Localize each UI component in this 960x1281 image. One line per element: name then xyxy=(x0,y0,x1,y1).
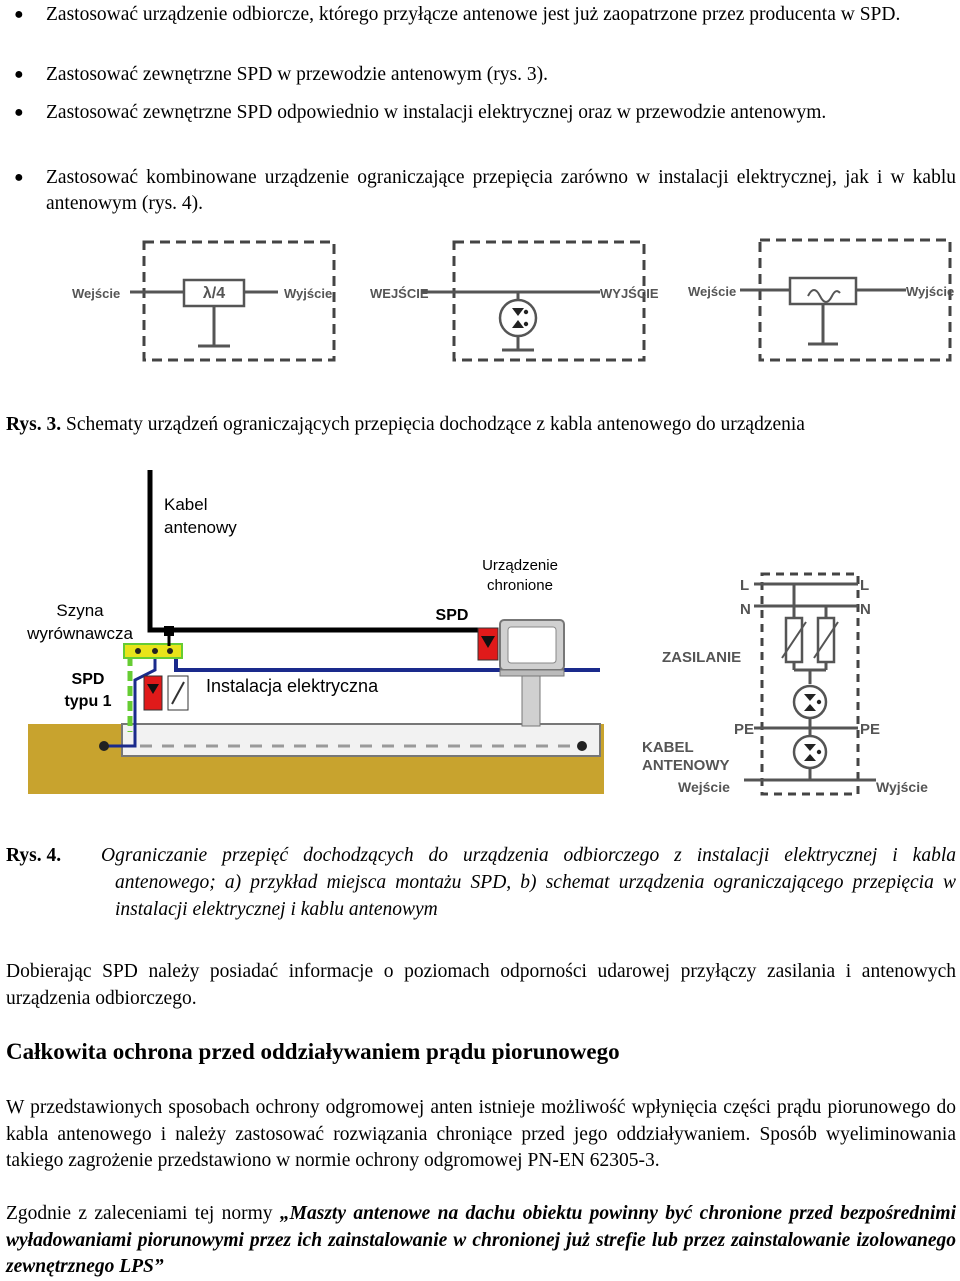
bullet-text: Zastosować kombinowane urządzenie ograni… xyxy=(46,167,956,214)
gas-arrester-icon xyxy=(792,734,828,770)
antenna-cable-label: antenowy xyxy=(164,518,237,537)
output-label: Wyjście xyxy=(876,779,928,795)
input-label: Wejście xyxy=(688,284,736,299)
tv-device-icon xyxy=(499,619,565,727)
paragraph: Zgodnie z zaleceniami tej normy „Maszty … xyxy=(6,1201,956,1281)
bullet-dot-icon: ● xyxy=(14,6,24,23)
protected-device-label: chronione xyxy=(487,577,553,594)
figure-4-caption: Rys. 4. Ograniczanie przepięć dochodzący… xyxy=(6,842,956,923)
schematic-coil: Wejście Wyjście xyxy=(688,238,954,362)
schematic-gas-arrester: WEJŚCIE WYJŚCIE xyxy=(370,240,659,362)
bullet-dot-icon: ● xyxy=(14,169,24,186)
antenna-cable-label: ANTENOWY xyxy=(642,757,730,774)
input-label: Wejście xyxy=(72,286,120,301)
bullet-item: ● Zastosować zewnętrzne SPD w przewodzie… xyxy=(6,62,956,88)
quarter-wave-label: λ/4 xyxy=(203,285,225,302)
figure-4b-combined-spd: L N L N ZASILANIE PE PE KABEL ANTENOWY W… xyxy=(642,572,928,796)
figure-3-caption-text: Schematy urządzeń ograniczających przepi… xyxy=(66,414,805,435)
antenna-cable-label: Kabel xyxy=(164,495,207,514)
figure-4-caption-label: Rys. 4. xyxy=(6,845,62,866)
paragraph-plain-text: Zgodnie z zaleceniami tej normy xyxy=(6,1203,280,1224)
figure-3-caption: Rys. 3. Schematy urządzeń ograniczającyc… xyxy=(6,414,805,436)
bullet-item: ● Zastosować zewnętrzne SPD odpowiednio … xyxy=(6,100,956,126)
gas-arrester-icon xyxy=(498,298,538,338)
gas-arrester-icon xyxy=(792,684,828,720)
section-heading: Całkowita ochrona przed oddziaływaniem p… xyxy=(6,1039,620,1064)
norm-quote: „Maszty antenowe na dachu obiektu powinn… xyxy=(6,1203,956,1277)
electrical-installation-label: Instalacja elektryczna xyxy=(206,676,379,696)
figure-4-caption-text: Ograniczanie przepięć dochodzących do ur… xyxy=(101,845,956,920)
spd-label: SPD xyxy=(436,607,469,624)
figure-3-caption-label: Rys. 3. xyxy=(6,414,62,435)
bullet-text: Zastosować zewnętrzne SPD odpowiednio w … xyxy=(46,102,827,123)
L-label: L xyxy=(740,577,749,594)
bullet-text: Zastosować zewnętrzne SPD w przewodzie a… xyxy=(46,64,548,85)
input-label: Wejście xyxy=(678,779,730,795)
bullet-dot-icon: ● xyxy=(14,104,24,121)
coil-icon xyxy=(807,289,841,303)
figure-3-schematics: Wejście Wyjście λ/4 WEJŚCIE WYJŚCIE Wejś… xyxy=(72,238,954,362)
bullet-item: ● Zastosować kombinowane urządzenie ogra… xyxy=(6,165,956,217)
bullet-item: ● Zastosować urządzenie odbiorcze, które… xyxy=(6,2,956,28)
paragraph: Dobierając SPD należy posiadać informacj… xyxy=(6,961,956,1009)
protected-device-label: Urządzenie xyxy=(482,557,558,574)
spd-type1-label: SPD xyxy=(72,671,105,688)
busbar-label: wyrównawcza xyxy=(26,624,133,643)
antenna-cable-label: KABEL xyxy=(642,739,694,756)
busbar-label: Szyna xyxy=(56,601,104,620)
output-label: WYJŚCIE xyxy=(600,286,659,301)
power-supply-label: ZASILANIE xyxy=(662,649,741,666)
paragraph: W przedstawionych sposobach ochrony odgr… xyxy=(6,1097,956,1171)
PE-label: PE xyxy=(734,721,754,738)
N-label: N xyxy=(860,601,871,618)
bullet-dot-icon: ● xyxy=(14,66,24,83)
figure-4a-installation: Kabel antenowy Urządzenie chronione Szyn… xyxy=(26,470,604,794)
output-label: Wyjście xyxy=(906,284,954,299)
schematic-quarter-wave: Wejście Wyjście λ/4 xyxy=(72,240,336,362)
L-label: L xyxy=(860,577,869,594)
input-label: WEJŚCIE xyxy=(370,286,429,301)
foundation-electrode xyxy=(121,723,601,757)
spd-type1-label: typu 1 xyxy=(64,693,111,710)
bullet-text: Zastosować urządzenie odbiorcze, którego… xyxy=(46,4,901,25)
PE-label: PE xyxy=(860,721,880,738)
output-label: Wyjście xyxy=(284,286,332,301)
N-label: N xyxy=(740,601,751,618)
